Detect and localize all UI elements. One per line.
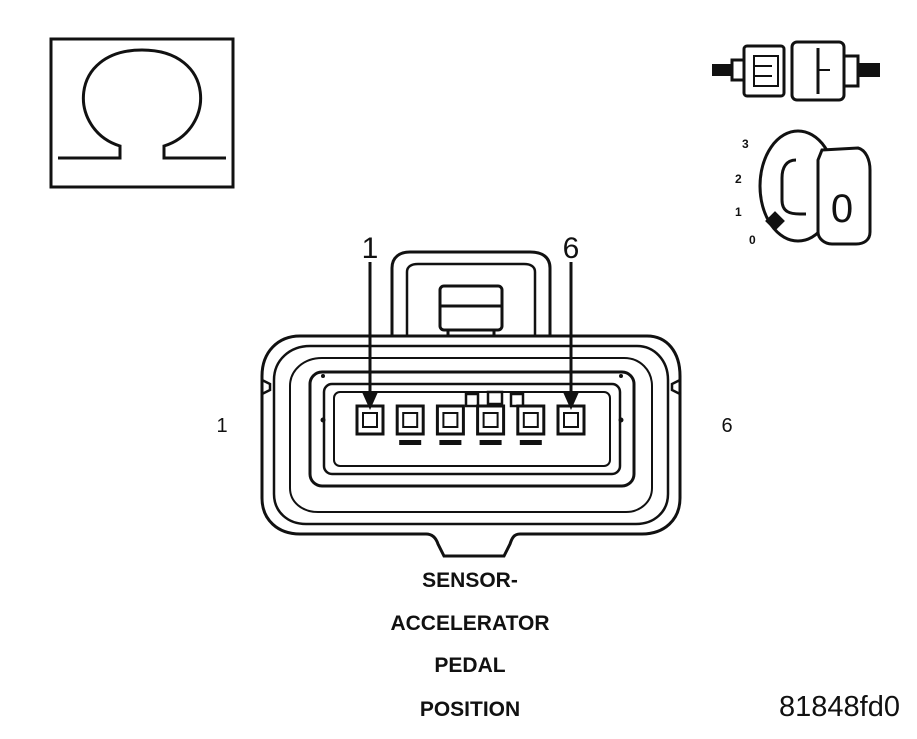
cavity-latch-bar (439, 440, 462, 445)
ignition-pos-1: 1 (735, 205, 742, 219)
caption-line-2: ACCELERATOR (390, 612, 549, 635)
pin-label-top-6: 6 (563, 232, 580, 265)
pin-label-side-1: 1 (216, 415, 227, 437)
pin-label-side-6: 6 (721, 415, 732, 437)
caption-line-1: SENSOR- (422, 569, 518, 592)
component-caption: SENSOR- ACCELERATOR PEDAL POSITION (390, 569, 549, 721)
disconnected-connector-icon (712, 40, 880, 102)
ohm-symbol-icon (49, 37, 235, 189)
figure-id: 81848fd0 (779, 691, 900, 723)
caption-line-4: POSITION (420, 698, 520, 721)
terminal-cavity-6 (556, 404, 586, 436)
terminal-cavity-2 (395, 404, 425, 445)
cavity-latch-bar (479, 440, 502, 445)
latch-tab (438, 284, 504, 336)
pin-arrow-1 (362, 262, 378, 410)
terminal-cavities (355, 404, 586, 445)
pin-arrow-6 (563, 262, 579, 410)
key-position-label: 0 (831, 187, 853, 231)
pin-label-top-1: 1 (362, 232, 379, 265)
terminal-cavity-4 (476, 404, 506, 445)
terminal-cavity-1 (355, 404, 385, 436)
cavity-latch-bar (519, 440, 542, 445)
connector-face (260, 250, 682, 558)
ignition-pos-3: 3 (742, 137, 749, 151)
ignition-pos-2: 2 (735, 172, 742, 186)
cavity-latch-bar (399, 440, 422, 445)
terminal-cavity-3 (435, 404, 465, 445)
caption-line-3: PEDAL (434, 654, 505, 677)
ignition-pos-0: 0 (749, 233, 756, 247)
ignition-key-off-icon: 3 2 1 0 0 (735, 129, 872, 247)
terminal-cavity-5 (516, 404, 546, 445)
